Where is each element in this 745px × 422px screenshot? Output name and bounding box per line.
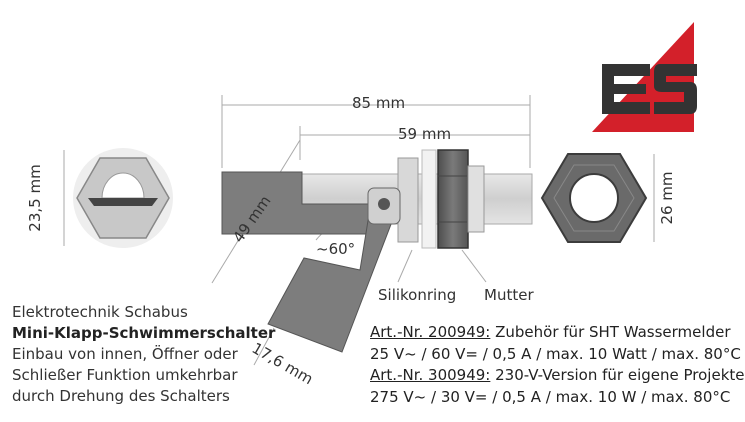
product-title: Mini-Klapp-Schwimmerschalter — [12, 324, 276, 342]
article-list: Art.-Nr. 200949: Zubehör für SHT Wasserm… — [370, 322, 745, 408]
article-1-number: Art.-Nr. 200949: — [370, 323, 491, 341]
dim-angle: ~60° — [316, 240, 356, 258]
article-2-line: Art.-Nr. 300949: 230-V-Version für eigen… — [370, 365, 745, 387]
switch-body — [299, 149, 533, 249]
dim-length-total: 85 mm — [352, 94, 406, 112]
side-view — [63, 148, 173, 248]
nut-view — [540, 153, 655, 243]
company-name: Elektrotechnik Schabus — [12, 303, 188, 321]
product-info: Elektrotechnik Schabus Mini-Klapp-Schwim… — [12, 302, 275, 407]
dim-nut-size: 26 mm — [658, 171, 676, 224]
dim-side-diameter: 23,5 mm — [26, 164, 44, 231]
dim-length-thread: 59 mm — [398, 125, 452, 143]
brand-logo — [588, 22, 697, 132]
label-silicone-ring: Silikonring — [378, 286, 457, 304]
article-1-desc: Zubehör für SHT Wassermelder — [490, 323, 731, 341]
float-assembly — [221, 171, 401, 353]
article-1-line: Art.-Nr. 200949: Zubehör für SHT Wasserm… — [370, 322, 745, 344]
article-1-spec: 25 V~ / 60 V= / 0,5 A / max. 10 Watt / m… — [370, 344, 741, 363]
product-desc-line2: Schließer Funktion umkehrbar — [12, 366, 238, 384]
article-2-number: Art.-Nr. 300949: — [370, 366, 491, 384]
article-2-spec: 275 V~ / 30 V= / 0,5 A / max. 10 W / max… — [370, 387, 731, 406]
technical-drawing: 49 mm 17,6 mm 23,5 mm 26 mm — [26, 22, 697, 388]
label-nut: Mutter — [484, 286, 534, 304]
product-desc-line1: Einbau von innen, Öffner oder — [12, 345, 238, 363]
product-desc-line3: durch Drehung des Schalters — [12, 387, 230, 405]
article-2-desc: 230-V-Version für eigene Projekte — [490, 366, 745, 384]
